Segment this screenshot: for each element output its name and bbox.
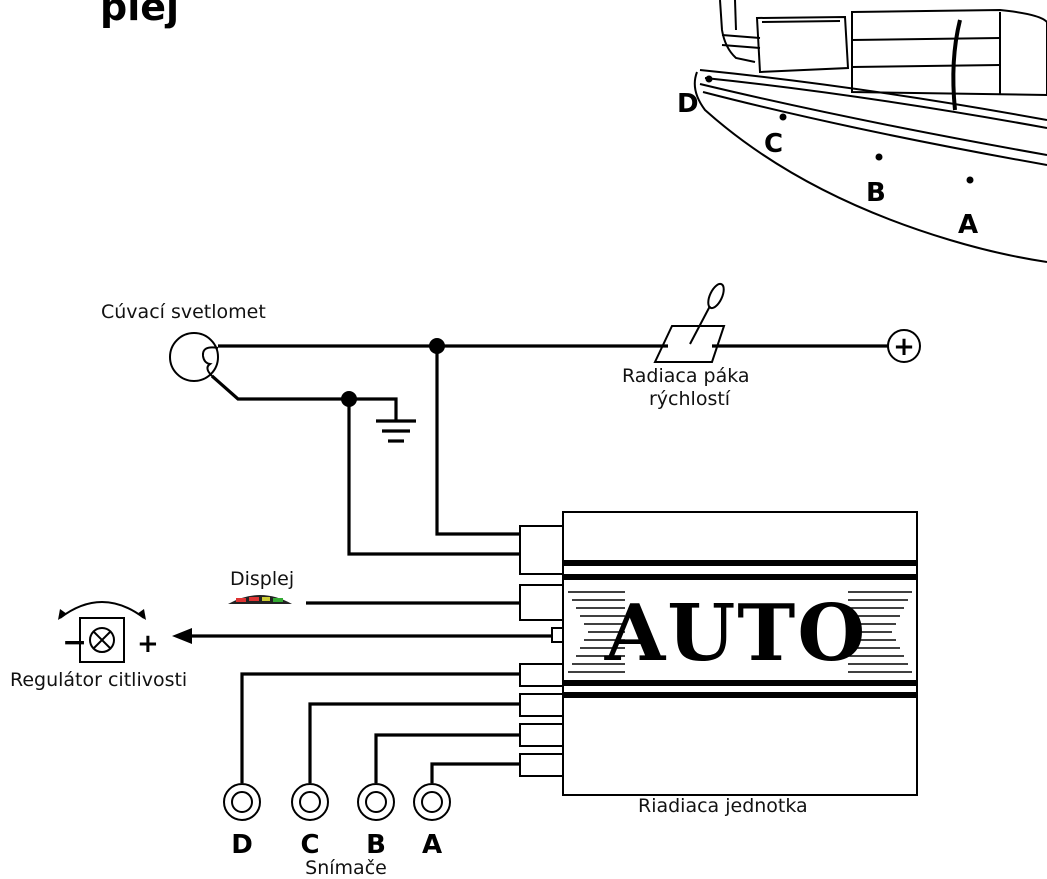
control-unit: AUTO — [562, 511, 918, 796]
sensor-d-icon — [223, 783, 261, 821]
gear-lever-label-line2: rýchlostí — [649, 388, 731, 410]
sensor-c-wire — [308, 702, 520, 783]
sensor-a-label: A — [422, 830, 442, 860]
regulator-wire-arrow — [172, 628, 192, 644]
regulator-plus-sign: + — [137, 629, 159, 659]
ground-wire-to-unit — [347, 399, 520, 556]
sensor-a-wire — [430, 762, 520, 783]
car-sensor-label-b: B — [866, 178, 886, 208]
car-sensor-dot-c — [779, 113, 787, 121]
sensor-a-icon — [413, 783, 451, 821]
sensor-d-label: D — [231, 830, 253, 860]
positive-terminal-sign: + — [893, 332, 915, 362]
connector-power — [519, 525, 564, 575]
sensors-label: Snímače — [305, 857, 387, 879]
display-label: Displej — [230, 568, 294, 590]
car-sensor-dot-a — [966, 176, 974, 184]
car-sensor-label-d: D — [677, 89, 699, 119]
sensor-c-label: C — [300, 830, 319, 860]
sensitivity-regulator-label: Regulátor citlivosti — [10, 669, 187, 691]
positive-terminal-icon — [887, 329, 921, 363]
sensitivity-regulator-icon — [58, 601, 146, 663]
control-unit-connectors — [519, 525, 564, 777]
car-sensor-label-a: A — [958, 210, 978, 240]
sensor-b-wire — [374, 733, 520, 783]
car-sensor-dot-b — [875, 153, 883, 161]
sensor-c-icon — [291, 783, 329, 821]
control-unit-brand: AUTO — [604, 588, 868, 679]
ground-symbol-icon — [376, 419, 416, 443]
gear-lever-label-line1: Radiaca páka — [622, 365, 750, 387]
regulator-minus-sign: − — [62, 625, 87, 660]
display-icon — [228, 595, 292, 604]
connector-sensor-c — [519, 693, 564, 717]
reverse-light-label: Cúvací svetlomet — [101, 301, 266, 323]
sensor-b-icon — [357, 783, 395, 821]
reverse-light-bulb-icon — [169, 332, 219, 382]
positive-wire-to-unit — [435, 346, 520, 536]
connector-regulator — [551, 627, 564, 643]
car-sensor-label-c: C — [764, 129, 783, 159]
sensor-d-wire — [240, 672, 520, 783]
connector-sensor-d — [519, 663, 564, 687]
control-unit-label: Riadiaca jednotka — [638, 795, 808, 817]
connector-sensor-b — [519, 723, 564, 747]
partial-heading: plej — [100, 0, 179, 29]
connector-display — [519, 584, 564, 621]
gear-lever-switch-icon — [653, 282, 726, 363]
car-sensor-dot-d — [705, 75, 713, 83]
connector-sensor-a — [519, 753, 564, 777]
car-rear-illustration: D C B A — [677, 0, 1047, 263]
sensor-b-label: B — [366, 830, 386, 860]
ground-wire — [210, 374, 398, 420]
